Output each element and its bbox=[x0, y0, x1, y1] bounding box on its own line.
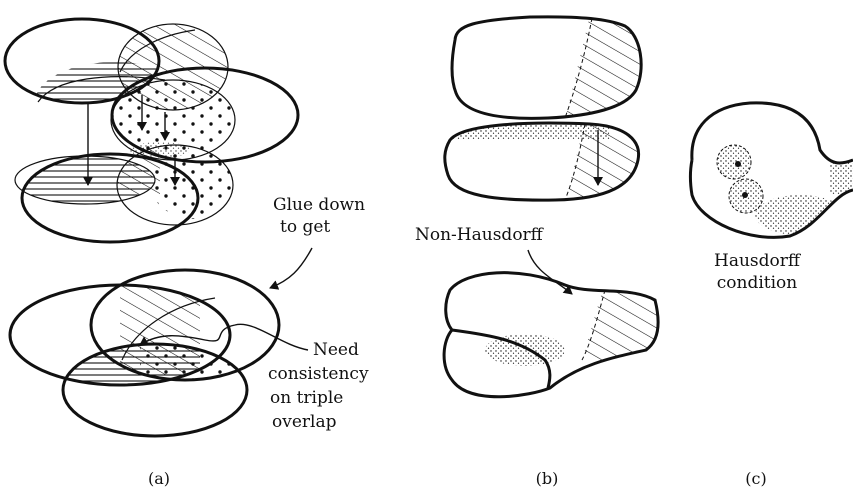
panel-a-glued-result bbox=[10, 270, 279, 436]
caption-a: (a) bbox=[148, 469, 170, 488]
need-label-line1: Need bbox=[313, 340, 359, 360]
glue-arrow bbox=[270, 248, 312, 288]
need-label-line3: on triple bbox=[270, 388, 343, 408]
hausdorff-space-outline bbox=[692, 103, 853, 163]
point-dot bbox=[742, 192, 748, 198]
hausdorff-label-line1: Hausdorff bbox=[714, 251, 802, 271]
panel-a: Glue down to get bbox=[5, 19, 369, 488]
need-label-line2: consistency bbox=[268, 364, 369, 384]
panel-a-upper-stack bbox=[5, 19, 298, 242]
point-dot bbox=[735, 161, 741, 167]
hausdorff-label-line2: condition bbox=[717, 273, 798, 293]
diagonal-hatched-region bbox=[565, 15, 650, 120]
caption-c: (c) bbox=[745, 469, 766, 488]
diagonal-hatched-region bbox=[582, 282, 665, 360]
panel-b: Non-Hausdorff (b) bbox=[415, 15, 665, 488]
need-label-line4: overlap bbox=[272, 412, 337, 432]
non-hausdorff-label: Non-Hausdorff bbox=[415, 225, 545, 245]
glue-label-line2: to get bbox=[280, 217, 330, 237]
non-hausdorff-arrow bbox=[528, 250, 572, 294]
glue-label-line1: Glue down bbox=[273, 195, 365, 215]
neighbourhood-circle bbox=[717, 145, 751, 179]
panel-c: Hausdorff condition (c) bbox=[691, 103, 853, 488]
caption-b: (b) bbox=[536, 469, 559, 488]
